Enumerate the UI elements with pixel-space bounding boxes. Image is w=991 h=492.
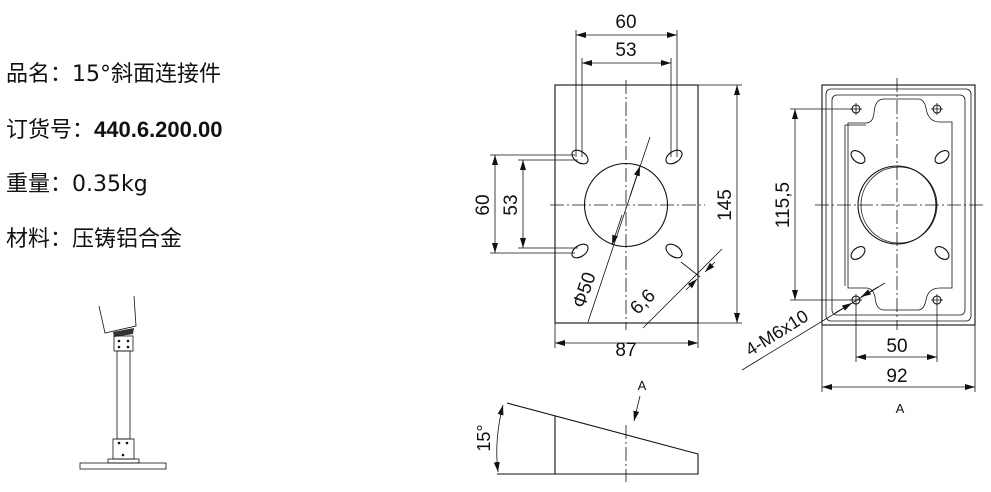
rear-view: 115,5 50 92 A 4-M6x10 xyxy=(741,78,983,416)
spec-material-value: 压铸铝合金 xyxy=(72,227,183,252)
front-view: 60 53 60 53 145 87 Φ50 6,6 xyxy=(473,12,742,361)
dim-diameter-50: Φ50 xyxy=(569,270,601,311)
thread-callout: 4-M6x10 xyxy=(742,306,812,360)
dim-53-horizontal: 53 xyxy=(615,40,636,61)
spec-order-value: 440.6.200.00 xyxy=(94,117,223,142)
spec-name-value: 15°斜面连接件 xyxy=(72,62,222,87)
plate-outline xyxy=(554,84,699,324)
spec-material-label: 材料： xyxy=(6,227,73,252)
dim-115-5: 115,5 xyxy=(773,182,794,228)
dim-slot-6-6: 6,6 xyxy=(626,285,660,319)
dim-60-horizontal: 60 xyxy=(615,12,636,33)
view-label-a: A xyxy=(896,401,905,416)
product-illustration xyxy=(79,295,167,470)
side-view: 15° A xyxy=(474,378,699,482)
spec-material: 材料：压铸铝合金 xyxy=(6,227,182,253)
spec-name: 品名：15°斜面连接件 xyxy=(6,62,221,88)
dim-145: 145 xyxy=(715,189,736,221)
dim-53-vertical: 53 xyxy=(501,194,522,215)
spec-order-number: 订货号：440.6.200.00 xyxy=(6,117,222,144)
mounting-slots xyxy=(571,149,683,259)
spec-order-label: 订货号： xyxy=(6,118,95,143)
dim-60-vertical: 60 xyxy=(473,194,494,215)
dim-92: 92 xyxy=(886,366,907,387)
threaded-holes xyxy=(850,103,943,306)
spec-weight: 重量：0.35kg xyxy=(6,172,148,198)
dim-87: 87 xyxy=(615,340,636,361)
rear-slots xyxy=(850,150,950,260)
angle-15-degrees: 15° xyxy=(474,424,494,451)
spec-weight-label: 重量： xyxy=(6,172,73,197)
spec-weight-value: 0.35kg xyxy=(72,172,148,197)
dim-50: 50 xyxy=(886,336,907,357)
spec-name-label: 品名： xyxy=(6,62,73,87)
view-arrow-label-a: A xyxy=(638,378,647,393)
